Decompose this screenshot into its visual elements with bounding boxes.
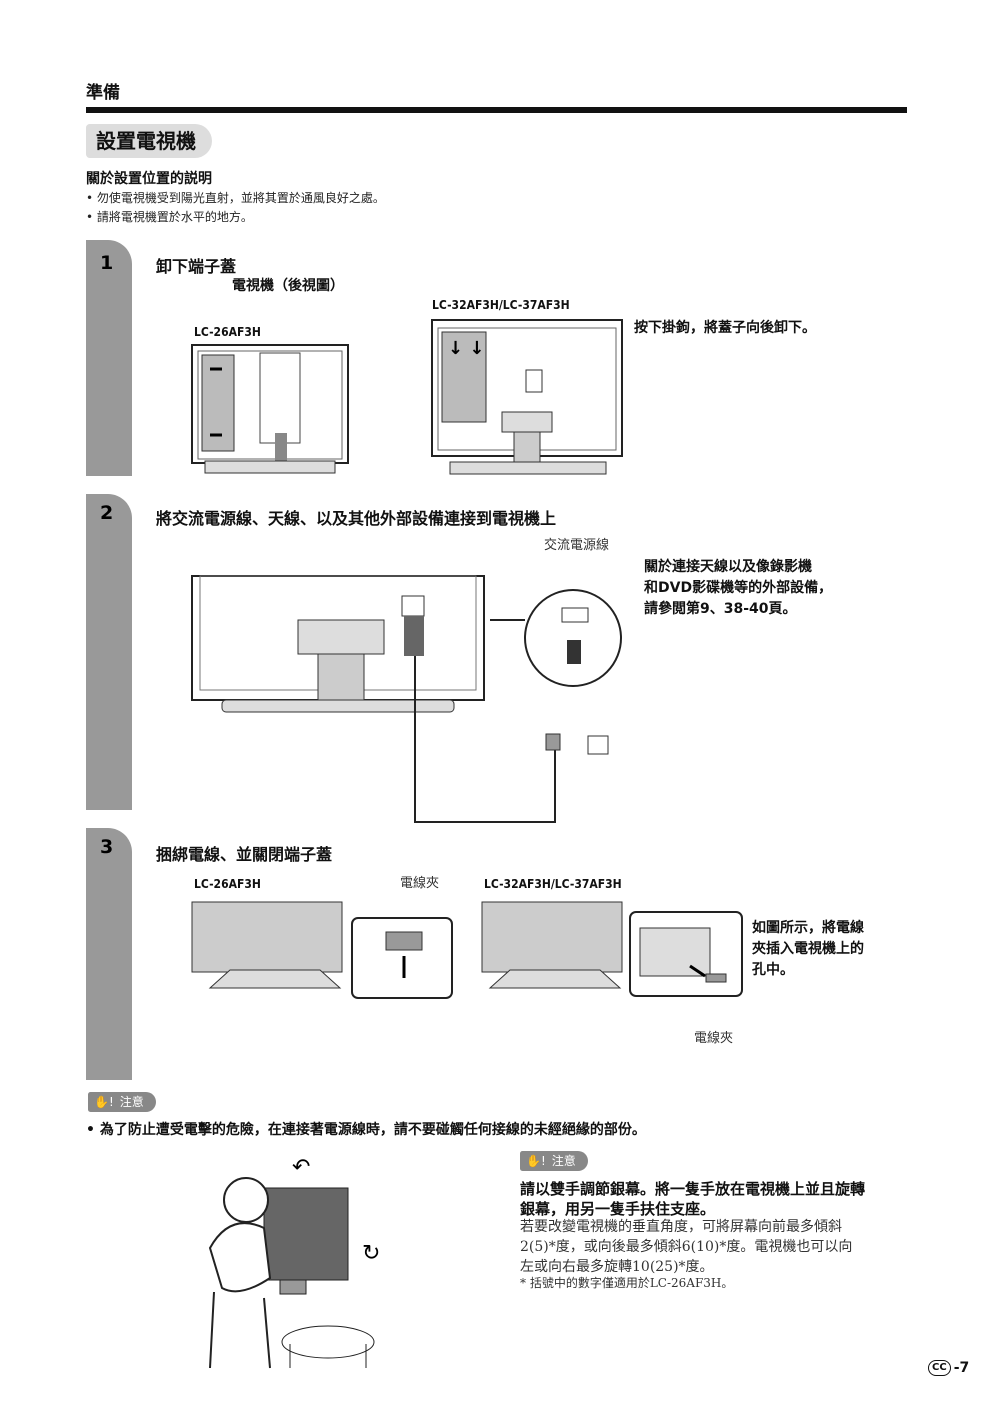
step-1-model-b: LC-32AF3H/LC-37AF3H <box>432 298 570 312</box>
svg-text:↻: ↻ <box>362 1241 380 1266</box>
tilt-swivel-description: 若要改變電視機的垂直角度，可將屏幕向前最多傾斜 2(5)*度，或向後最多傾斜6(… <box>520 1219 853 1275</box>
step-3-number: 3 <box>100 836 114 858</box>
location-bullet-2: • 請將電視機置於水平的地方。 <box>86 210 253 224</box>
caution-label: ✋!注意 <box>88 1092 156 1112</box>
caution-label-2: ✋!注意 <box>520 1151 588 1171</box>
location-bullet-1: • 勿使電視機受到陽光直射，並將其置於通風良好之處。 <box>86 191 385 205</box>
step-2-number: 2 <box>100 502 114 524</box>
step-3-note: 如圖所示，將電線 夾插入電視機上的 孔中。 <box>752 920 864 978</box>
person-adjusting-tv-illustration: ↶ ↻ <box>208 1155 380 1369</box>
cable-clip-large-illustration <box>481 901 743 997</box>
step-1-number: 1 <box>100 252 114 274</box>
tv-rear-large-illustration: ↓ ↓ <box>431 319 623 475</box>
step-1-instruction: 按下掛鉤，將蓋子向後卸下。 <box>634 320 816 336</box>
header-rule <box>86 107 907 113</box>
step-1-title: 卸下端子蓋 <box>156 257 237 276</box>
step-1-bar <box>86 240 132 476</box>
svg-text:↶: ↶ <box>292 1155 310 1180</box>
hand-warning-icon-2: ✋! <box>526 1154 546 1168</box>
adjust-screen-instruction: 請以雙手調節銀幕。將一隻手放在電視機上並且旋轉 銀幕，用另一隻手扶住支座。 <box>520 1180 866 1218</box>
step-3-bar <box>86 828 132 1080</box>
section-label: 準備 <box>86 83 120 103</box>
power-connection-illustration <box>191 575 622 823</box>
page-number: CC -7 <box>928 1360 969 1376</box>
footnote: * 括號中的數字僅適用於LC-26AF3H。 <box>520 1276 734 1290</box>
hand-warning-icon: ✋! <box>94 1095 114 1109</box>
step-3-model-a: LC-26AF3H <box>194 877 261 891</box>
step-2-bar <box>86 494 132 810</box>
step-2-note: 關於連接天線以及像錄影機 和DVD影碟機等的外部設備， 請參閲第9、38-40頁… <box>644 559 833 617</box>
electric-shock-warning: • 為了防止遭受電擊的危險，在連接著電源線時，請不要碰觸任何接線的未經絕緣的部份… <box>86 1122 646 1138</box>
step-1-subtitle: 電視機（後視圖） <box>232 278 344 294</box>
svg-text:↓ ↓: ↓ ↓ <box>448 338 484 359</box>
step-3-title: 捆綁電線、並關閉端子蓋 <box>156 845 333 864</box>
cable-clip-label-top: 電線夾 <box>400 876 440 891</box>
cable-clip-label-bottom: 電線夾 <box>694 1031 734 1046</box>
lang-badge: CC <box>928 1360 951 1376</box>
page-title: 設置電視機 <box>86 124 212 158</box>
step-1-model-a: LC-26AF3H <box>194 325 261 339</box>
location-heading: 關於設置位置的説明 <box>86 171 212 187</box>
tv-rear-small-illustration <box>191 344 349 474</box>
power-cable-label: 交流電源線 <box>544 538 610 553</box>
step-3-model-b: LC-32AF3H/LC-37AF3H <box>484 877 622 891</box>
step-2-title: 將交流電源線、天線、以及其他外部設備連接到電視機上 <box>156 509 557 528</box>
cable-clip-small-illustration <box>191 901 453 999</box>
